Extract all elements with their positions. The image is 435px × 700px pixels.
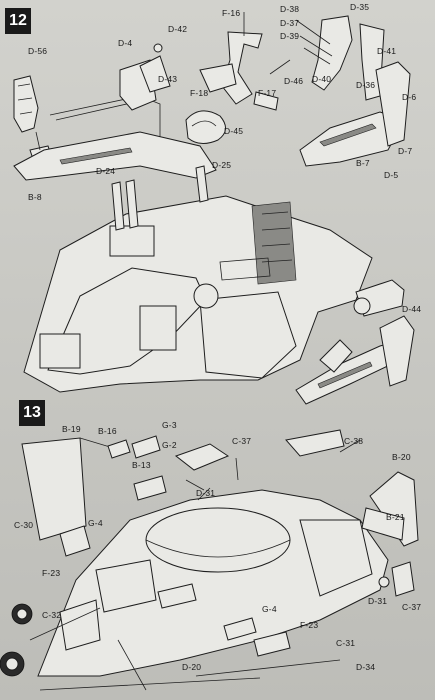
hull-body-12 [23,195,373,393]
callout-g4-left: G-4 [88,518,103,528]
callout-d41: D-41 [377,46,397,56]
part-g4-f23 [59,525,291,657]
callout-b7: B-7 [356,158,370,168]
callout-d6: D-6 [402,92,417,102]
part-g2-b13 [133,443,230,501]
callout-c31: C-31 [336,638,356,648]
callout-b20: B-20 [392,452,411,462]
callout-c30: C-30 [14,520,34,530]
part-f16-f18 [199,12,291,111]
part-d56 [13,75,39,133]
callout-d31-right: D-31 [368,596,388,606]
callout-d38: D-38 [280,4,300,14]
callout-b8: B-8 [28,192,42,202]
callout-b13: B-13 [132,460,151,470]
part-right-lower-fender [295,315,415,405]
callout-c38: C-38 [344,436,364,446]
step-number-12: 12 [5,8,31,34]
callout-d4: D-4 [118,38,133,48]
step-number-13: 13 [19,400,45,426]
callout-d44: D-44 [402,304,422,314]
part-c37 [378,561,415,597]
part-c38 [285,429,345,457]
part-b20-b21 [361,471,419,547]
callout-f18: F-18 [190,88,209,98]
callout-b16: B-16 [98,426,117,436]
part-d44 [353,279,405,317]
rod-lines [29,607,341,691]
callout-d40: D-40 [312,74,332,84]
callout-c37-right: C-37 [402,602,422,612]
callout-f17: F-17 [258,88,277,98]
part-d45 [185,110,226,144]
callout-d34: D-34 [356,662,376,672]
callout-b19: B-19 [62,424,81,434]
part-d24-d25 [111,165,209,231]
callout-d25: D-25 [212,160,232,170]
part-b16-g3 [107,435,161,459]
callout-b21: B-21 [386,512,405,522]
callout-d39: D-39 [280,31,300,41]
callout-d56: D-56 [28,46,48,56]
callout-d7: D-7 [398,146,413,156]
callout-c32: C-32 [42,610,62,620]
part-b7-fender [299,61,411,167]
callout-d5: D-5 [384,170,399,180]
callout-d37: D-37 [280,18,300,28]
callout-d46: D-46 [284,76,304,86]
callout-d20: D-20 [182,662,202,672]
callout-f23-bottom: F-23 [300,620,319,630]
callout-f16: F-16 [222,8,241,18]
callout-d43: D-43 [158,74,178,84]
part-wheels [0,603,33,677]
callout-d35: D-35 [350,2,370,12]
callout-g3: G-3 [162,420,177,430]
part-d4-d43 [119,43,171,111]
callout-d45: D-45 [224,126,244,136]
callout-d42: D-42 [168,24,188,34]
callout-f23-left: F-23 [42,568,61,578]
callout-d24: D-24 [96,166,116,176]
callout-d36: D-36 [356,80,376,90]
callout-g4-bottom: G-4 [262,604,277,614]
callout-c37-top: C-37 [232,436,252,446]
part-left-fender [13,131,217,181]
callout-d31-top: D-31 [196,488,216,498]
hull-body-13 [37,489,389,677]
callout-g2: G-2 [162,440,177,450]
part-b19 [21,437,121,541]
